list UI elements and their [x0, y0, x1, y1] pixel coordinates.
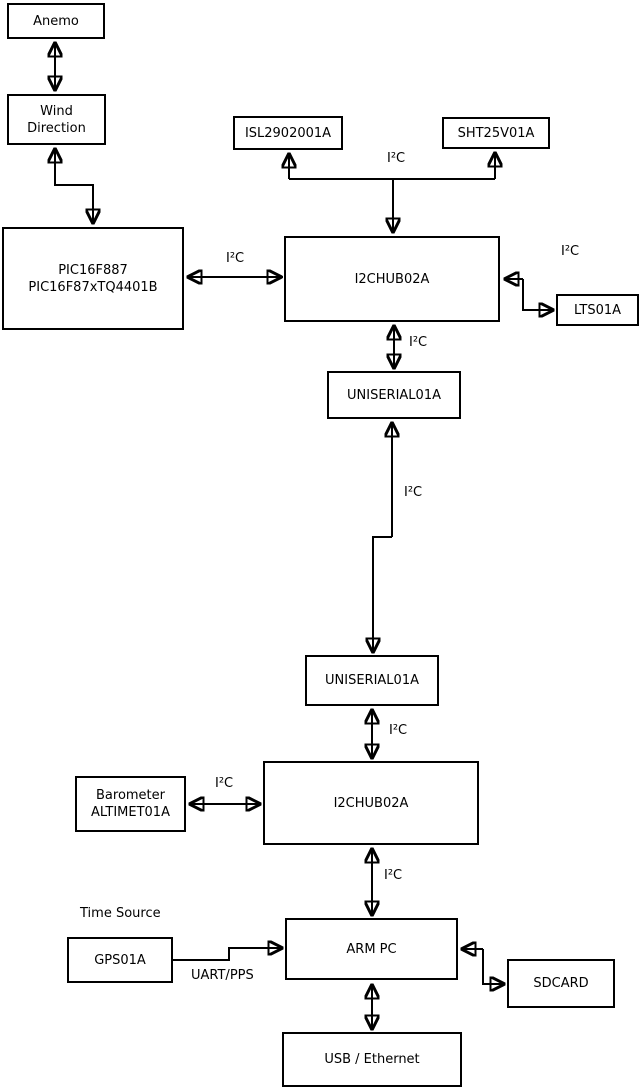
- node-wind-direction-line2: Direction: [27, 120, 86, 136]
- label-i2c-hub1-lts: I²C: [561, 244, 580, 259]
- node-uniserial01a-2: UNISERIAL01A: [305, 655, 439, 706]
- node-gps01a-label: GPS01A: [94, 952, 146, 968]
- label-i2c-hub1-uniserial1: I²C: [409, 335, 428, 350]
- node-arm-pc: ARM PC: [285, 918, 458, 980]
- node-anemo-label: Anemo: [33, 13, 79, 29]
- node-barometer-line2: ALTIMET01A: [91, 805, 170, 820]
- label-time-source: Time Source: [80, 906, 161, 921]
- node-anemo: Anemo: [7, 3, 105, 39]
- node-uniserial01a-1: UNISERIAL01A: [327, 371, 461, 419]
- node-i2chub02a-1: I2CHUB02A: [284, 236, 500, 322]
- edge-hub1-lts: [522, 279, 554, 310]
- edge-gps-armpc: [173, 948, 283, 961]
- edge-armpc-sdcard: [482, 949, 505, 984]
- node-uniserial01a-1-label: UNISERIAL01A: [347, 387, 441, 403]
- node-pic16f887-line1: PIC16F887: [58, 262, 128, 278]
- node-usb-ethernet-label: USB / Ethernet: [324, 1052, 420, 1067]
- label-i2c-uniserial2-hub2: I²C: [389, 723, 408, 738]
- edge-wind-pic-down: [55, 184, 93, 224]
- label-uart-pps: UART/PPS: [191, 968, 254, 983]
- node-isl2902001a: ISL2902001A: [233, 116, 343, 150]
- node-pic16f887: PIC16F887 PIC16F87xTQ4401B: [2, 227, 184, 330]
- node-wind-direction: Wind Direction: [7, 94, 106, 145]
- node-sdcard: SDCARD: [507, 959, 615, 1008]
- node-gps01a: GPS01A: [67, 937, 173, 983]
- node-usb-ethernet: USB / Ethernet: [282, 1032, 462, 1087]
- node-sht25v01a-label: SHT25V01A: [457, 125, 535, 141]
- label-i2c-barometer-hub2: I²C: [215, 776, 234, 791]
- edge-link-down: [373, 536, 392, 653]
- label-i2c-pic-hub1: I²C: [226, 251, 245, 266]
- node-lts01a-label: LTS01A: [573, 302, 622, 318]
- node-sht25v01a: SHT25V01A: [442, 117, 550, 149]
- node-arm-pc-label: ARM PC: [346, 941, 397, 957]
- node-wind-direction-line1: Wind: [40, 103, 73, 119]
- label-i2c-hub2-armpc: I²C: [384, 868, 403, 883]
- label-i2c-uniserial-link: I²C: [404, 485, 423, 500]
- node-isl2902001a-label: ISL2902001A: [244, 125, 332, 141]
- edge-wind-pic-up: [55, 148, 93, 186]
- node-i2chub02a-2-label: I2CHUB02A: [333, 795, 409, 811]
- node-lts01a: LTS01A: [556, 294, 639, 326]
- node-barometer: Barometer ALTIMET01A: [75, 776, 186, 832]
- node-barometer-line1: Barometer: [96, 788, 165, 803]
- node-pic16f887-line2: PIC16F87xTQ4401B: [28, 279, 158, 295]
- label-i2c-sensor-bus: I²C: [387, 151, 406, 166]
- node-i2chub02a-2: I2CHUB02A: [263, 761, 479, 845]
- node-sdcard-label: SDCARD: [533, 976, 589, 991]
- node-i2chub02a-1-label: I2CHUB02A: [354, 271, 430, 287]
- node-uniserial01a-2-label: UNISERIAL01A: [325, 673, 419, 688]
